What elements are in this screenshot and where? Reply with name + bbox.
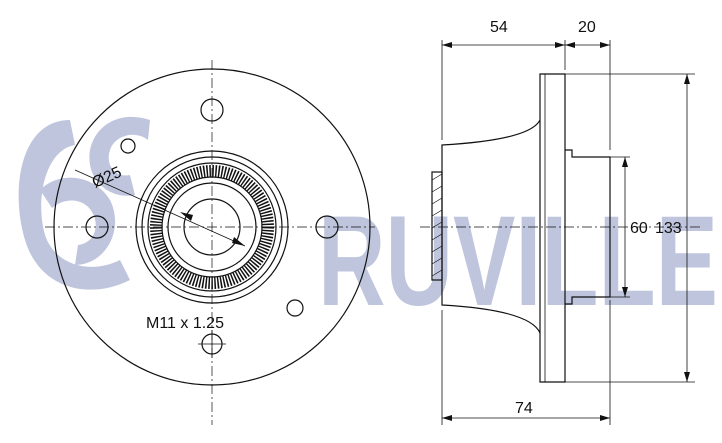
bore-arrow-tail	[180, 212, 193, 221]
ruville-logo-mark	[18, 116, 150, 290]
bearing-inner-ring	[167, 182, 257, 272]
dim-133-label: 133	[655, 220, 682, 237]
spigot-profile	[565, 149, 611, 305]
dim-20-label: 20	[578, 19, 596, 36]
dim-54-label: 54	[490, 19, 508, 36]
thread-size-label: M11 x 1.25	[146, 315, 224, 332]
dim-60-label: 60	[630, 220, 648, 237]
hub-front-view: Ø25 M11 x 1.25	[45, 60, 375, 425]
bolt-hole-right	[315, 215, 339, 239]
bearing-seal-hatch	[150, 165, 274, 289]
hub-side-view: 54 20 60 133 74	[420, 19, 700, 425]
bolt-hole-lower-right	[286, 299, 304, 317]
bore-dimension-leader	[74, 169, 246, 247]
bearing-outer-ring	[135, 150, 289, 304]
bolt-hole-top	[200, 98, 224, 122]
dim-74-label: 74	[515, 400, 533, 417]
bearing-seal-inner	[161, 176, 263, 278]
bolt-hole-left	[85, 215, 109, 239]
bearing-outer-ring-inner	[141, 156, 283, 298]
bolt-hole-upper-left	[120, 138, 136, 154]
bearing-seal-section	[431, 171, 443, 281]
brand-wordmark: RUVILLE	[318, 190, 718, 333]
bearing-seal-outer	[147, 162, 277, 292]
bore-arrow-head	[232, 237, 245, 246]
flange-outer-circle	[53, 68, 371, 386]
bore-circle	[183, 198, 241, 256]
